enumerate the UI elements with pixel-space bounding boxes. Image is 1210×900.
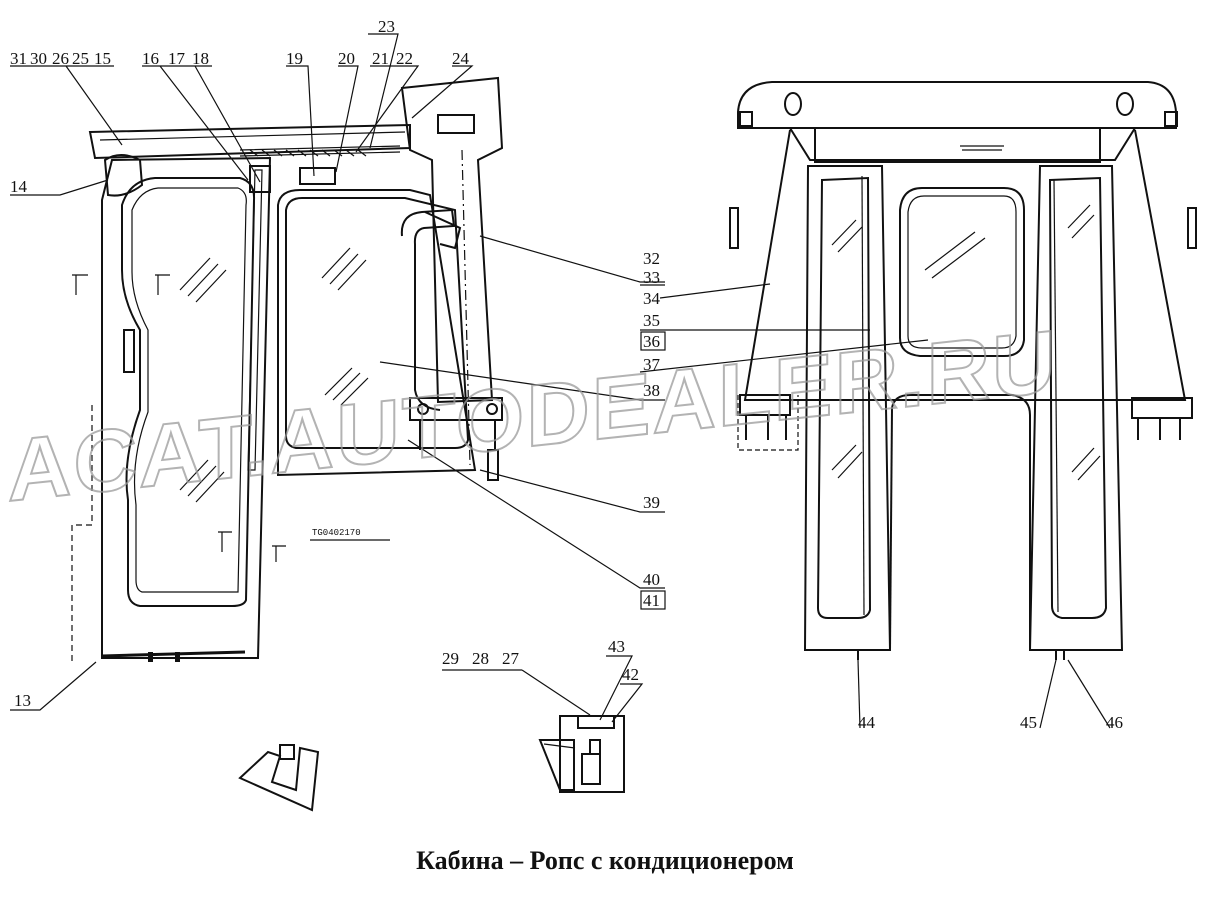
label-13: 13 <box>14 691 31 710</box>
label-19: 19 <box>286 49 303 68</box>
label-21: 21 <box>372 49 389 68</box>
label-33: 33 <box>643 268 660 287</box>
label-23: 23 <box>378 17 395 36</box>
side-door-view: TG0402170 <box>71 123 411 665</box>
label-39: 39 <box>643 493 660 512</box>
rear-cabin-view <box>729 81 1197 660</box>
label-41-box <box>640 590 666 610</box>
label-15: 15 <box>94 49 111 68</box>
leader-lines <box>10 33 1111 729</box>
label-43: 43 <box>608 637 625 656</box>
label-22: 22 <box>396 49 413 68</box>
detail-views <box>238 715 625 812</box>
watermark-text: ACAT.AUTODEALER.RU <box>8 311 1058 520</box>
label-30: 30 <box>30 49 47 68</box>
label-14: 14 <box>10 177 28 196</box>
label-36: 36 <box>643 332 660 351</box>
diagram-caption: Кабина – Ропс с кондиционером <box>416 846 794 875</box>
label-26: 26 <box>52 49 69 68</box>
label-17: 17 <box>168 49 186 68</box>
label-46: 46 <box>1106 713 1123 732</box>
label-18: 18 <box>192 49 209 68</box>
svg-text:TG0402170: TG0402170 <box>312 528 361 538</box>
label-31: 31 <box>10 49 27 68</box>
label-32: 32 <box>643 249 660 268</box>
label-42: 42 <box>622 665 639 684</box>
label-29: 29 <box>442 649 459 668</box>
label-45: 45 <box>1020 713 1037 732</box>
label-35: 35 <box>643 311 660 330</box>
label-44: 44 <box>858 713 876 732</box>
label-40: 40 <box>643 570 660 589</box>
label-34: 34 <box>643 289 661 308</box>
rear-window-duct-view <box>239 76 504 481</box>
label-27: 27 <box>502 649 520 668</box>
callout-labels: 31 30 26 25 15 16 17 18 19 20 23 21 22 2… <box>10 17 1123 732</box>
label-41: 41 <box>643 591 660 610</box>
label-38: 38 <box>643 381 660 400</box>
label-37: 37 <box>643 355 661 374</box>
label-20: 20 <box>338 49 355 68</box>
label-25: 25 <box>72 49 89 68</box>
label-28: 28 <box>472 649 489 668</box>
label-24: 24 <box>452 49 470 68</box>
label-16: 16 <box>142 49 159 68</box>
label-36-box <box>640 331 666 351</box>
